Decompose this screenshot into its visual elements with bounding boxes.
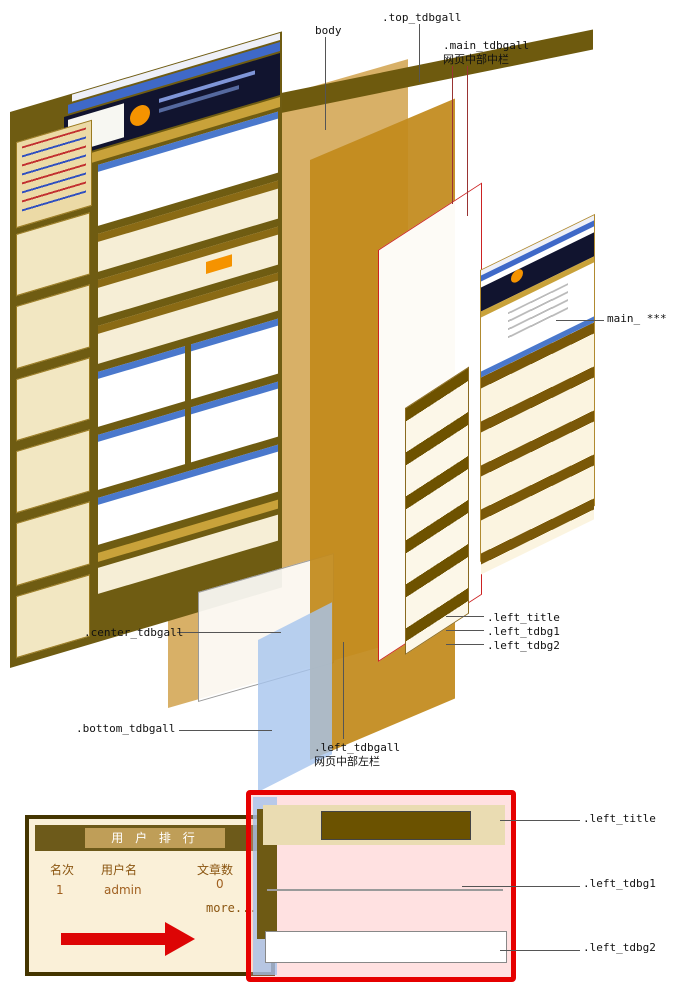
leader-line-top-tdbgall <box>419 24 420 82</box>
leader-line-main-tdbgall-2 <box>467 66 468 216</box>
leader-line-center-tdbgall <box>177 632 281 633</box>
cell-articles-value: 0 <box>216 877 224 891</box>
label-main-star: main_ *** <box>607 312 667 325</box>
thumb-left-column <box>16 212 90 659</box>
zoom-left-title-box <box>321 811 471 840</box>
user-ranking-panel: 用 户 排 行 名次 用户名 文章数 1 admin 0 more... <box>25 815 275 976</box>
label-left-tdbg1: .left_tdbg1 <box>487 625 560 638</box>
zoom-left-tdbg1-line <box>267 889 503 891</box>
thumb-side-box <box>16 573 90 659</box>
cell-username-value: admin <box>104 883 142 897</box>
label-zoom-left-title: .left_title <box>583 812 656 825</box>
leader-line-body <box>325 37 326 130</box>
page-screenshot-thumb <box>10 31 282 668</box>
red-arrow-head-icon <box>165 922 195 956</box>
thumb-logo-circle-icon <box>130 102 150 129</box>
label-main-tdbgall-sub: 网页中部中栏 <box>443 53 509 66</box>
mini-logo-circle-icon <box>511 267 523 285</box>
label-left-tdbgall-sub: 网页中部左栏 <box>314 755 380 768</box>
thumb-side-box <box>16 429 90 514</box>
label-left-tdbg2: .left_tdbg2 <box>487 639 560 652</box>
label-zoom-left-tdbg1: .left_tdbg1 <box>583 877 656 890</box>
thumb-main-column <box>98 111 278 636</box>
leader-line-main-tdbgall <box>452 66 453 204</box>
leader-line-bottom-tdbgall <box>179 730 272 731</box>
zoom-left-title-bar <box>263 805 505 845</box>
column-header-rank: 名次 <box>50 863 75 877</box>
column-header-username: 用户名 <box>101 863 138 877</box>
label-zoom-left-tdbg2: .left_tdbg2 <box>583 941 656 954</box>
leader-line-left-tdbg1 <box>446 630 484 631</box>
thumb-side-box <box>16 501 90 586</box>
leader-line-left-tdbgall <box>343 642 344 739</box>
thumb-side-box <box>16 284 90 369</box>
thumb-login-textlines <box>22 127 86 217</box>
user-ranking-title: 用 户 排 行 <box>85 828 225 848</box>
zoom-left-tdbg2-box <box>265 931 507 963</box>
thumb-side-box <box>16 212 90 297</box>
label-center-tdbgall: .center_tdbgall <box>84 626 184 639</box>
column-header-articles: 文章数 <box>197 863 234 877</box>
label-main-tdbgall: .main_tdbgall <box>443 39 530 52</box>
left-stripes-layer <box>405 366 469 655</box>
leader-line-zoom-left-tdbg1 <box>462 886 580 887</box>
label-top-tdbgall: .top_tdbgall <box>382 11 462 24</box>
leader-line-left-title <box>446 616 484 617</box>
leader-line-left-tdbg2 <box>446 644 484 645</box>
leader-line-main-star <box>556 320 604 321</box>
main-content-thumb <box>480 213 595 575</box>
thumb-login-box <box>16 119 92 229</box>
label-body: body <box>315 24 342 37</box>
more-link: more... <box>206 901 257 915</box>
user-ranking-header-bar: 用 户 排 行 <box>35 825 265 851</box>
label-left-title: .left_title <box>487 611 560 624</box>
red-arrow-icon <box>61 933 165 945</box>
leader-line-zoom-left-title <box>500 820 580 821</box>
thumb-side-box <box>16 356 90 442</box>
label-left-tdbgall: .left_tdbgall <box>314 741 401 754</box>
cell-rank-value: 1 <box>56 883 64 897</box>
leader-line-zoom-left-tdbg2 <box>500 950 580 951</box>
label-bottom-tdbgall: .bottom_tdbgall <box>76 722 176 735</box>
